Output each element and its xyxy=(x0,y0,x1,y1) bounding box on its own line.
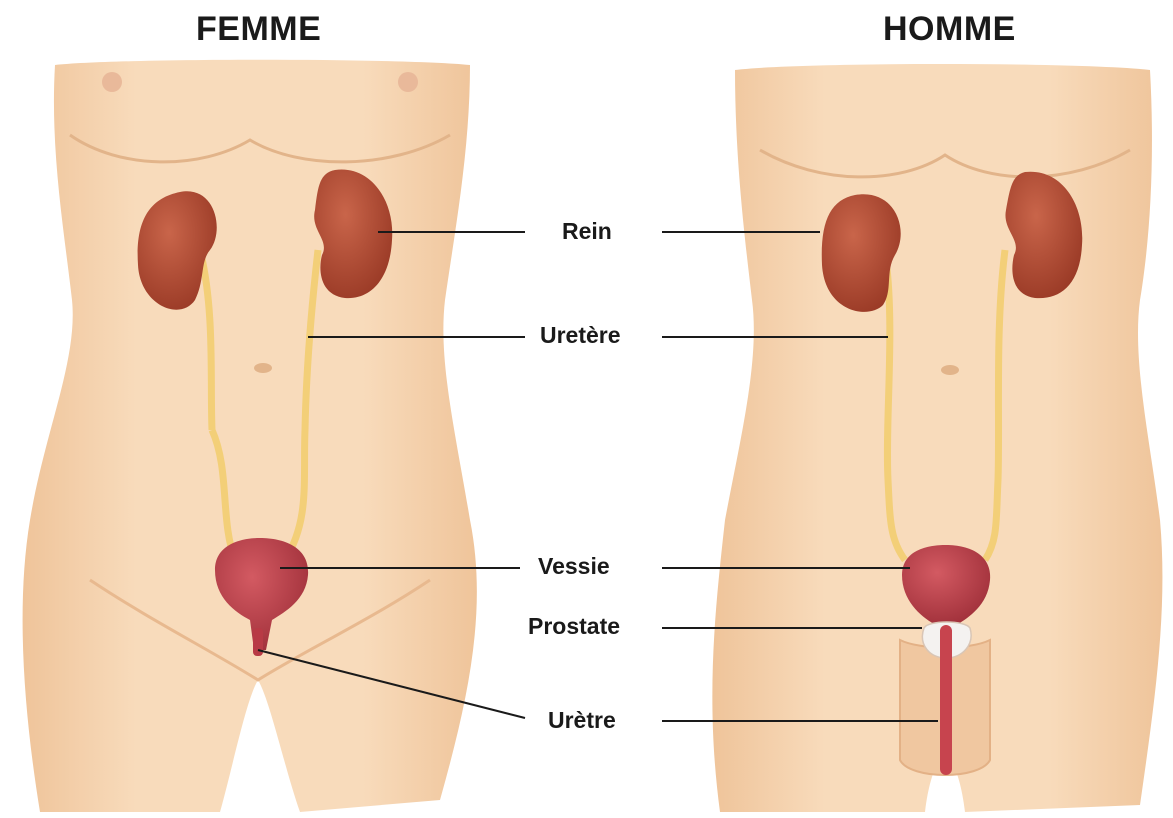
label-vessie: Vessie xyxy=(538,553,610,580)
label-prostate: Prostate xyxy=(528,613,620,640)
label-uretere: Uretère xyxy=(540,322,621,349)
label-rein: Rein xyxy=(562,218,612,245)
female-body xyxy=(23,60,477,812)
label-uretre: Urètre xyxy=(548,707,616,734)
male-body xyxy=(712,64,1162,812)
male-urethra xyxy=(940,625,952,775)
